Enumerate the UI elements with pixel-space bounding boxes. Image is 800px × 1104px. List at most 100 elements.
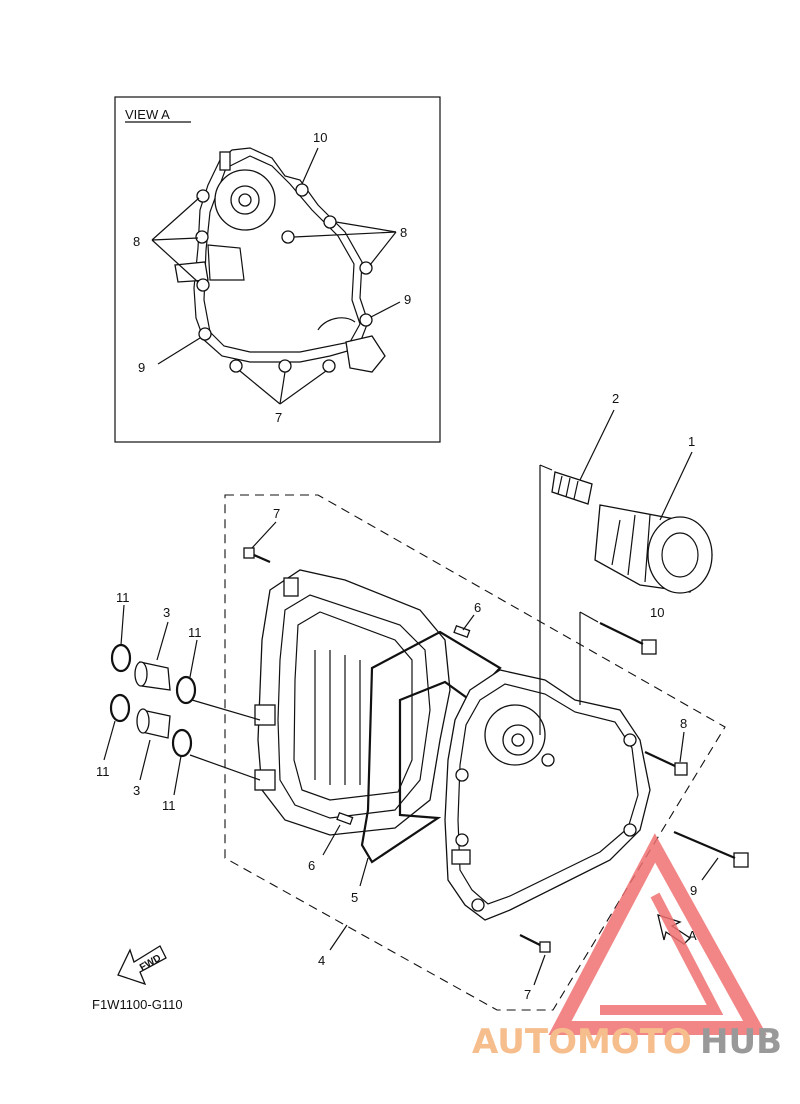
leader-line xyxy=(189,639,198,678)
view-a-left-nipple xyxy=(174,261,209,283)
fwd-arrow: FWD xyxy=(117,945,167,986)
callout-8: 8 xyxy=(133,234,140,249)
leader-line xyxy=(359,857,369,887)
fwd-arrow-icon xyxy=(117,945,167,986)
leader-line xyxy=(370,301,401,318)
callout-4: 4 xyxy=(318,953,325,968)
callout-2: 2 xyxy=(612,391,619,406)
callout-11: 11 xyxy=(188,625,202,640)
bolt-shank xyxy=(599,622,644,645)
leader-line xyxy=(139,739,151,781)
callout-10: 10 xyxy=(650,605,664,620)
callout-11: 11 xyxy=(162,798,176,813)
leader-line xyxy=(659,451,693,521)
leader-line xyxy=(279,371,286,405)
leader-line xyxy=(539,464,553,471)
leader-line xyxy=(579,611,599,623)
view-a-bolt-hole xyxy=(359,261,373,275)
view-a-label: VIEW A xyxy=(125,107,170,122)
callout-9: 9 xyxy=(690,883,697,898)
oil-filter-flute xyxy=(644,514,651,583)
bolt-head xyxy=(733,852,749,868)
view-a-bolt-hole xyxy=(295,183,309,197)
view-a-bolt-holes xyxy=(195,183,373,373)
oil-filter-flute xyxy=(627,514,636,576)
o-ring xyxy=(109,693,131,723)
gasket xyxy=(360,630,502,864)
bolt-shank xyxy=(673,830,736,860)
view-a-frame xyxy=(114,96,441,443)
cover-bolt-hole xyxy=(541,753,555,767)
cover-bolt-hole xyxy=(455,768,469,782)
oil-filter-face xyxy=(647,516,713,594)
view-a-filter-boss-hole xyxy=(238,193,252,207)
main-leaders xyxy=(103,409,719,986)
callout-8: 8 xyxy=(400,225,407,240)
crankcase-cover xyxy=(444,669,651,921)
union-bolt-thread xyxy=(557,475,563,495)
cover-bolt-hole xyxy=(471,898,485,912)
view-a-leaders xyxy=(151,147,401,405)
cover-bolt-hole xyxy=(623,733,637,747)
oil-filter xyxy=(594,504,713,594)
view-a-right-pocket xyxy=(317,317,356,331)
union-bolt-thread xyxy=(565,477,571,498)
view-a-right-nipple xyxy=(345,335,386,373)
view-a-bolt-hole xyxy=(359,313,373,327)
leader-line xyxy=(293,231,397,238)
oil-cooler-port xyxy=(254,704,276,726)
view-a-top-tab xyxy=(219,151,231,171)
callout-8: 8 xyxy=(680,716,687,731)
crankcase-cover-rim xyxy=(457,683,639,905)
leader-line xyxy=(579,409,615,481)
view-direction-label: A xyxy=(688,928,697,943)
oil-cooler-channel xyxy=(293,611,413,801)
view-a-bolt-hole xyxy=(281,230,295,244)
callout-3: 3 xyxy=(163,605,170,620)
oil-cooler-port xyxy=(254,769,276,791)
callout-11: 11 xyxy=(116,590,130,605)
bolt-shank xyxy=(644,751,676,767)
callout-7: 7 xyxy=(275,410,282,425)
oil-cooler-body xyxy=(254,569,451,836)
o-ring xyxy=(175,675,197,705)
bolts xyxy=(243,547,749,953)
bolt-head xyxy=(539,941,551,953)
oil-cooler-rim xyxy=(277,594,431,819)
o-ring xyxy=(110,643,132,673)
assembly-boundary xyxy=(224,494,726,1011)
leader-line xyxy=(151,197,200,241)
leader-line xyxy=(301,147,319,185)
oil-cooler-nipple xyxy=(283,577,299,597)
callout-7: 7 xyxy=(524,987,531,1002)
watermark-text-hub: HUB xyxy=(700,1022,782,1062)
callout-3: 3 xyxy=(133,783,140,798)
callout-6: 6 xyxy=(308,858,315,873)
callout-6: 6 xyxy=(474,600,481,615)
view-a-cover-outline xyxy=(193,147,369,363)
hose-fitting-end xyxy=(136,708,150,734)
leader-line xyxy=(156,621,169,661)
view-a-bolt-hole xyxy=(278,359,292,373)
leader-line xyxy=(120,604,125,646)
watermark-triangle-icon xyxy=(548,833,767,1035)
view-a-bolt-hole xyxy=(323,215,337,229)
watermark-inner-triangle-icon xyxy=(600,892,724,1015)
oil-filter-face-inner xyxy=(661,532,699,578)
dowel-pin xyxy=(453,624,471,638)
leader-line xyxy=(173,755,182,796)
union-bolt-thread xyxy=(573,480,579,500)
leader-line xyxy=(103,720,116,761)
view-a-bolt-hole xyxy=(196,278,210,292)
leader-line xyxy=(239,370,281,405)
callout-5: 5 xyxy=(351,890,358,905)
callout-11: 11 xyxy=(96,764,110,779)
bolt-shank xyxy=(519,934,541,946)
leader-line xyxy=(151,239,199,283)
fwd-label: FWD xyxy=(138,953,163,974)
view-a-left-pocket xyxy=(207,244,245,281)
bolt-head xyxy=(243,547,255,559)
view-a-bolt-hole xyxy=(195,230,209,244)
oil-filter-flute xyxy=(611,519,621,566)
